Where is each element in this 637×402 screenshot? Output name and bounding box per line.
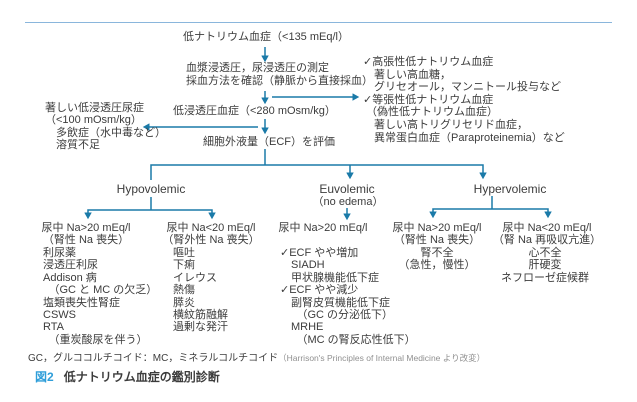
branch-hypervolemic-label: Hypervolemic <box>473 182 547 196</box>
branch-euvolemic-sub: （no edema） <box>312 196 384 208</box>
col5-header-na-reabsorption: 尿中 Na<20 mEq/l （腎 Na 再吸収亢進） <box>492 222 602 247</box>
footnote: GC，グルココルチコイド：MC，ミネラルコルチコイド（Harrison's Pr… <box>28 349 485 364</box>
col4-header-renal-na-loss: 尿中 Na>20 mEq/l （腎性 Na 喪失） <box>392 222 482 247</box>
node-ecf-evaluation: 細胞外液量（ECF）を評価 <box>203 136 335 148</box>
trunk-branch <box>150 164 487 180</box>
col4-list-renal-failure: 腎不全 （急性，慢性） <box>398 247 476 272</box>
node-hypotonic-blood: 低浸透圧血症（<280 mOsm/kg） <box>173 105 336 117</box>
note-low-urine-osmolality: 著しい低浸透圧尿症 （<100 mOsm/kg） 多飲症（水中毒など） 溶質不足 <box>45 102 166 152</box>
branch-hypovolemic-label: Hypovolemic <box>116 182 186 196</box>
hypervolemic-split <box>429 208 552 219</box>
col1-header-renal-na-loss: 尿中 Na>20 mEq/l （腎性 Na 喪失） <box>41 222 131 247</box>
col3-list-euvolemic-causes: ✓ECF やや増加 SIADH 甲状腺機能低下症 ✓ECF やや減少 副腎皮質機… <box>280 247 416 346</box>
col3-header-euvolemic-urine-na: 尿中 Na>20 mEq/l <box>278 222 368 234</box>
caption-figure-number: 図2 <box>35 370 54 384</box>
col1-list-renal-na-loss-causes: 利尿薬 浸透圧利尿 Addison 病 （GC と MC の欠乏） 塩類喪失性腎… <box>43 247 158 346</box>
node-start: 低ナトリウム血症（<135 mEq/l） <box>183 31 349 43</box>
col2-header-extrarenal-na-loss: 尿中 Na<20 mEq/l （腎外性 Na 喪失） <box>162 222 260 247</box>
figure-caption: 図2 低ナトリウム血症の鑑別診断 <box>35 368 220 385</box>
caption-title: 低ナトリウム血症の鑑別診断 <box>63 370 220 384</box>
col2-list-extrarenal-na-loss-causes: 嘔吐 下痢 イレウス 熱傷 膵炎 横紋筋融解 過剰な発汗 <box>173 247 228 334</box>
branch-euvolemic-label: Euvolemic <box>319 182 375 196</box>
footnote-abbreviations: GC，グルココルチコイド：MC，ミネラルコルチコイド <box>28 353 279 364</box>
note-hypertonic-isotonic: ✓高張性低ナトリウム血症 著しい高血糖， グリセオール，マンニトール投与など ✓… <box>363 56 565 144</box>
hypovolemic-split <box>84 209 216 220</box>
top-rule <box>25 22 612 23</box>
node-measure: 血漿浸透圧，尿浸透圧の測定 採血方法を確認（静脈から直接採血） <box>186 62 373 87</box>
footnote-source: （Harrison's Principles of Internal Medic… <box>278 353 486 363</box>
col5-list-edematous-causes: 心不全 肝硬変 ネフローゼ症候群 <box>501 247 589 284</box>
